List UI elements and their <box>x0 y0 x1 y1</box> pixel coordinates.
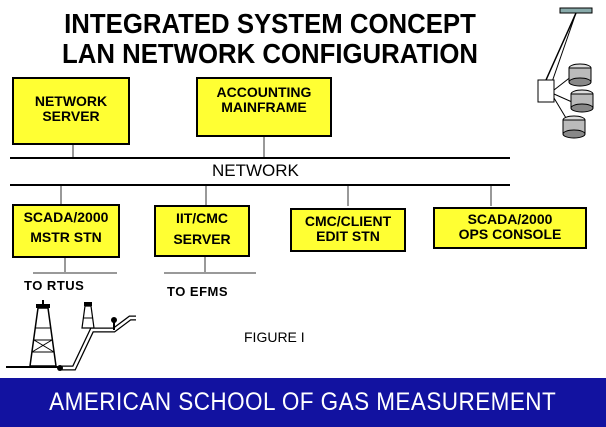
network-bus-bottom <box>10 184 510 186</box>
accounting-mainframe-box: ACCOUNTING MAINFRAME <box>196 77 332 137</box>
iit-cmc-line2: SERVER <box>173 230 231 247</box>
scada-ops-line2: OPS CONSOLE <box>458 225 562 242</box>
drop-rtus <box>64 258 66 273</box>
efms-bar <box>164 272 256 274</box>
scada-mstr-line2: MSTR STN <box>30 228 102 245</box>
to-rtus-label: TO RTUS <box>24 278 85 293</box>
scada-mstr-box: SCADA/2000 MSTR STN <box>12 204 120 258</box>
connector-scada-ops <box>490 186 492 206</box>
cmc-client-box: CMC/CLIENT EDIT STN <box>290 208 406 252</box>
accounting-mainframe-line1: ACCOUNTING <box>216 84 312 100</box>
database-tower-icon <box>537 7 594 139</box>
title-line-1: INTEGRATED SYSTEM CONCEPT <box>64 8 476 39</box>
scada-mstr-line1: SCADA/2000 <box>23 209 109 225</box>
scada-ops-line1: SCADA/2000 <box>467 211 553 227</box>
connector-scada-mstr <box>60 186 62 206</box>
iit-cmc-box: IIT/CMC SERVER <box>154 205 250 257</box>
connector-accounting <box>263 137 265 158</box>
drop-efms <box>204 257 206 273</box>
accounting-mainframe-line2: MAINFRAME <box>221 98 307 115</box>
network-server-line2: SERVER <box>42 107 100 124</box>
network-label: NETWORK <box>212 161 299 180</box>
cmc-client-line2: EDIT STN <box>316 227 380 244</box>
iit-cmc-line1: IIT/CMC <box>175 210 229 226</box>
network-server-box: NETWORK SERVER <box>12 77 130 145</box>
network-bus-top <box>10 157 510 159</box>
footer-text: AMERICAN SCHOOL OF GAS MEASUREMENT <box>49 388 557 416</box>
connector-network-server <box>72 145 74 158</box>
connector-cmc-client <box>347 186 349 206</box>
title-line-2: LAN NETWORK CONFIGURATION <box>62 38 478 69</box>
network-server-line1: NETWORK <box>34 93 108 109</box>
to-efms-label: TO EFMS <box>167 284 229 299</box>
cmc-client-line1: CMC/CLIENT <box>304 213 392 229</box>
figure-label: FIGURE I <box>244 329 305 345</box>
scada-ops-box: SCADA/2000 OPS CONSOLE <box>433 207 587 249</box>
oil-derrick-pipeline-icon <box>6 300 136 371</box>
rtus-bar <box>33 272 117 274</box>
footer-banner: AMERICAN SCHOOL OF GAS MEASUREMENT <box>0 378 606 427</box>
connector-iit-cmc <box>205 186 207 206</box>
